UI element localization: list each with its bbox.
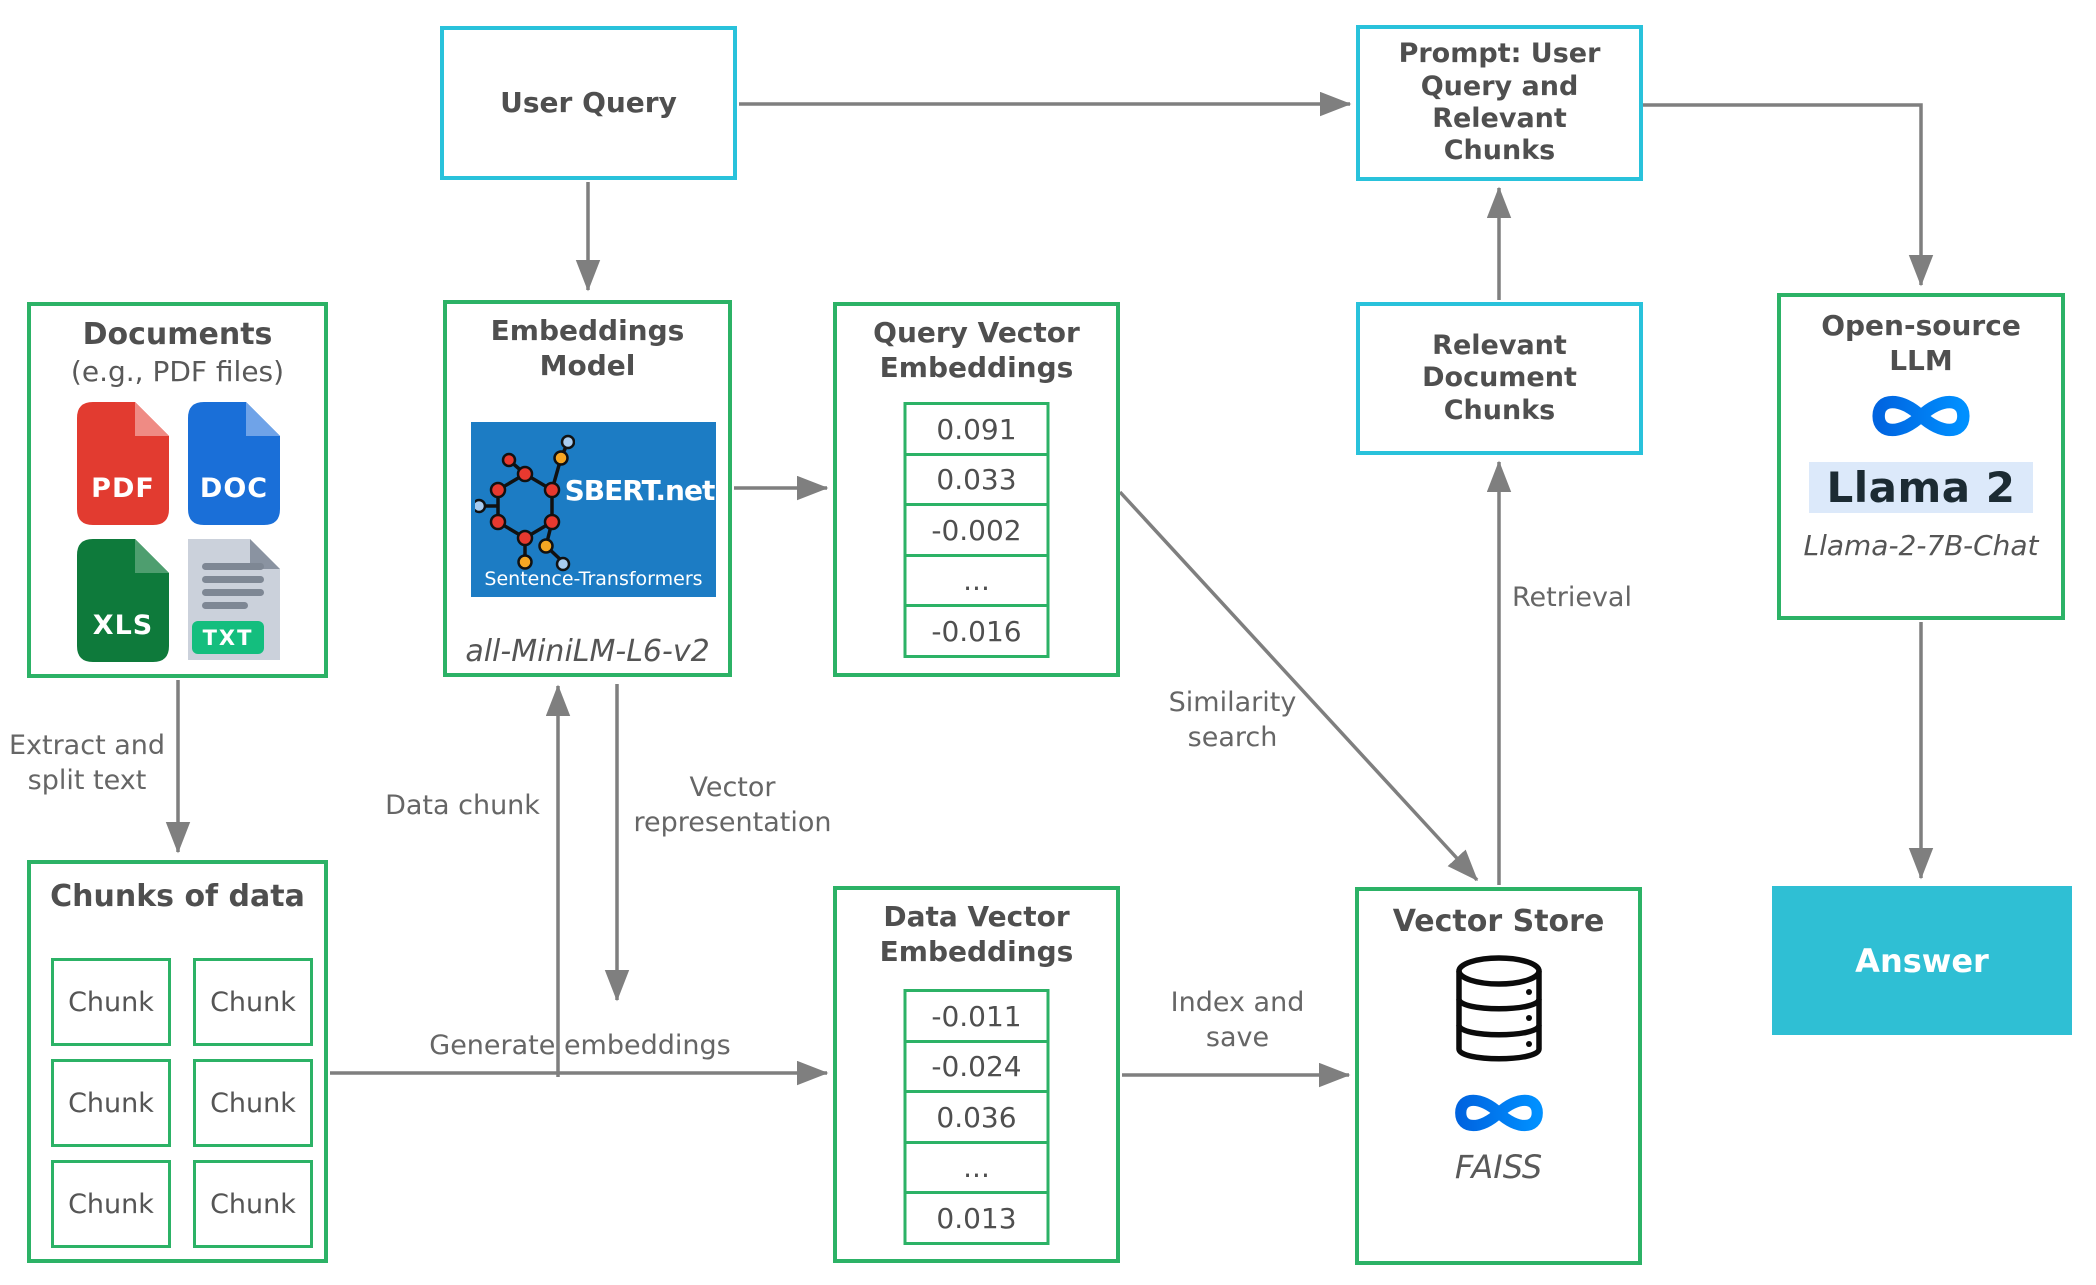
label-generate-embeddings: Generate embeddings	[429, 1030, 731, 1061]
label-vector-representation: Vector representation	[633, 772, 832, 839]
vector-value-cell: -0.016	[903, 604, 1050, 658]
open-source-llm-title: Open-source LLM	[1821, 309, 2021, 377]
prompt-title: Prompt: User Query and Relevant Chunks	[1398, 38, 1601, 167]
vector-value-cell: -0.002	[903, 503, 1050, 557]
query-vector-embeddings-box: Query Vector Embeddings 0.091 0.033 -0.0…	[833, 302, 1120, 677]
pdf-file-label: PDF	[91, 472, 155, 504]
txt-file-icon: TXT	[188, 539, 280, 662]
prompt-box: Prompt: User Query and Relevant Chunks	[1356, 25, 1643, 181]
user-query-box: User Query	[440, 26, 737, 180]
molecule-icon	[475, 434, 575, 572]
vector-value-cell: 0.091	[903, 402, 1050, 456]
label-data-chunk: Data chunk	[385, 790, 540, 821]
query-vector-values: 0.091 0.033 -0.002 ... -0.016	[900, 402, 1053, 658]
vector-value-cell: 0.036	[903, 1090, 1050, 1144]
label-extract-split: Extract and split text	[8, 730, 166, 797]
open-source-llm-box: Open-source LLM Llama 2 Llama-2-7B-Chat	[1777, 293, 2065, 620]
chunk-cell: Chunk	[193, 1160, 313, 1248]
chunk-cell: Chunk	[193, 958, 313, 1046]
xls-file-icon: XLS	[77, 539, 169, 662]
arrow-similarity-search	[1118, 490, 1479, 882]
vector-value-cell: -0.024	[903, 1039, 1050, 1094]
data-vector-title: Data Vector Embeddings	[879, 900, 1074, 968]
meta-logo-icon	[1872, 396, 1970, 437]
query-vector-title: Query Vector Embeddings	[873, 316, 1080, 384]
documents-title: Documents	[82, 317, 273, 352]
llama2-model-name: Llama-2-7B-Chat	[1803, 529, 2039, 563]
label-index-save: Index and save	[1170, 987, 1305, 1054]
vector-store-title: Vector Store	[1392, 904, 1605, 939]
label-retrieval: Retrieval	[1512, 582, 1632, 613]
arrow-prompt-to-llm	[1643, 103, 1934, 287]
chunk-grid: Chunk Chunk Chunk Chunk Chunk Chunk	[51, 958, 313, 1248]
answer-title: Answer	[1855, 941, 1989, 980]
chunk-cell: Chunk	[51, 958, 171, 1046]
chunk-cell: Chunk	[193, 1059, 313, 1147]
doc-file-icon: DOC	[188, 402, 280, 525]
documents-box: Documents (e.g., PDF files) PDF DOC	[27, 302, 328, 678]
document-type-icons: PDF DOC XLS	[77, 402, 280, 662]
documents-subtitle: (e.g., PDF files)	[70, 355, 285, 389]
xls-file-label: XLS	[92, 609, 154, 641]
data-vector-embeddings-box: Data Vector Embeddings -0.011 -0.024 0.0…	[833, 886, 1120, 1263]
vector-store-box: Vector Store FAISS	[1355, 887, 1642, 1265]
embeddings-model-name: all-MiniLM-L6-v2	[465, 634, 710, 669]
vector-store-engine: FAISS	[1454, 1148, 1543, 1187]
relevant-document-chunks-box: Relevant Document Chunks	[1356, 302, 1643, 455]
doc-file-label: DOC	[199, 472, 269, 504]
embeddings-model-box: Embeddings Model	[443, 300, 732, 677]
chunks-of-data-title: Chunks of data	[50, 879, 305, 914]
label-similarity-search: Similarity search	[1168, 687, 1297, 754]
sbert-brand-text: SBERT.net	[564, 474, 716, 507]
chunk-cell: Chunk	[51, 1059, 171, 1147]
sbert-caption-text: Sentence-Transformers	[484, 568, 703, 590]
embeddings-model-title: Embeddings Model	[490, 314, 685, 382]
vector-value-cell: ...	[903, 1140, 1050, 1195]
vector-value-cell: -0.011	[903, 989, 1050, 1043]
relevant-document-chunks-title: Relevant Document Chunks	[1422, 329, 1577, 426]
llama2-product-name: Llama 2	[1808, 462, 2034, 514]
chunk-cell: Chunk	[51, 1160, 171, 1248]
sbert-logo: SBERT.net Sentence-Transformers	[471, 422, 716, 597]
answer-box: Answer	[1772, 886, 2072, 1035]
vector-value-cell: 0.013	[903, 1191, 1050, 1245]
txt-file-label: TXT	[202, 625, 254, 650]
database-icon	[1455, 955, 1542, 1062]
meta-logo-icon	[1454, 1094, 1543, 1132]
vector-value-cell: ...	[903, 553, 1050, 608]
chunks-of-data-box: Chunks of data Chunk Chunk Chunk Chunk C…	[27, 860, 328, 1263]
vector-value-cell: 0.033	[903, 452, 1050, 507]
pdf-file-icon: PDF	[77, 402, 169, 525]
user-query-title: User Query	[500, 85, 677, 119]
data-vector-values: -0.011 -0.024 0.036 ... 0.013	[900, 989, 1053, 1245]
